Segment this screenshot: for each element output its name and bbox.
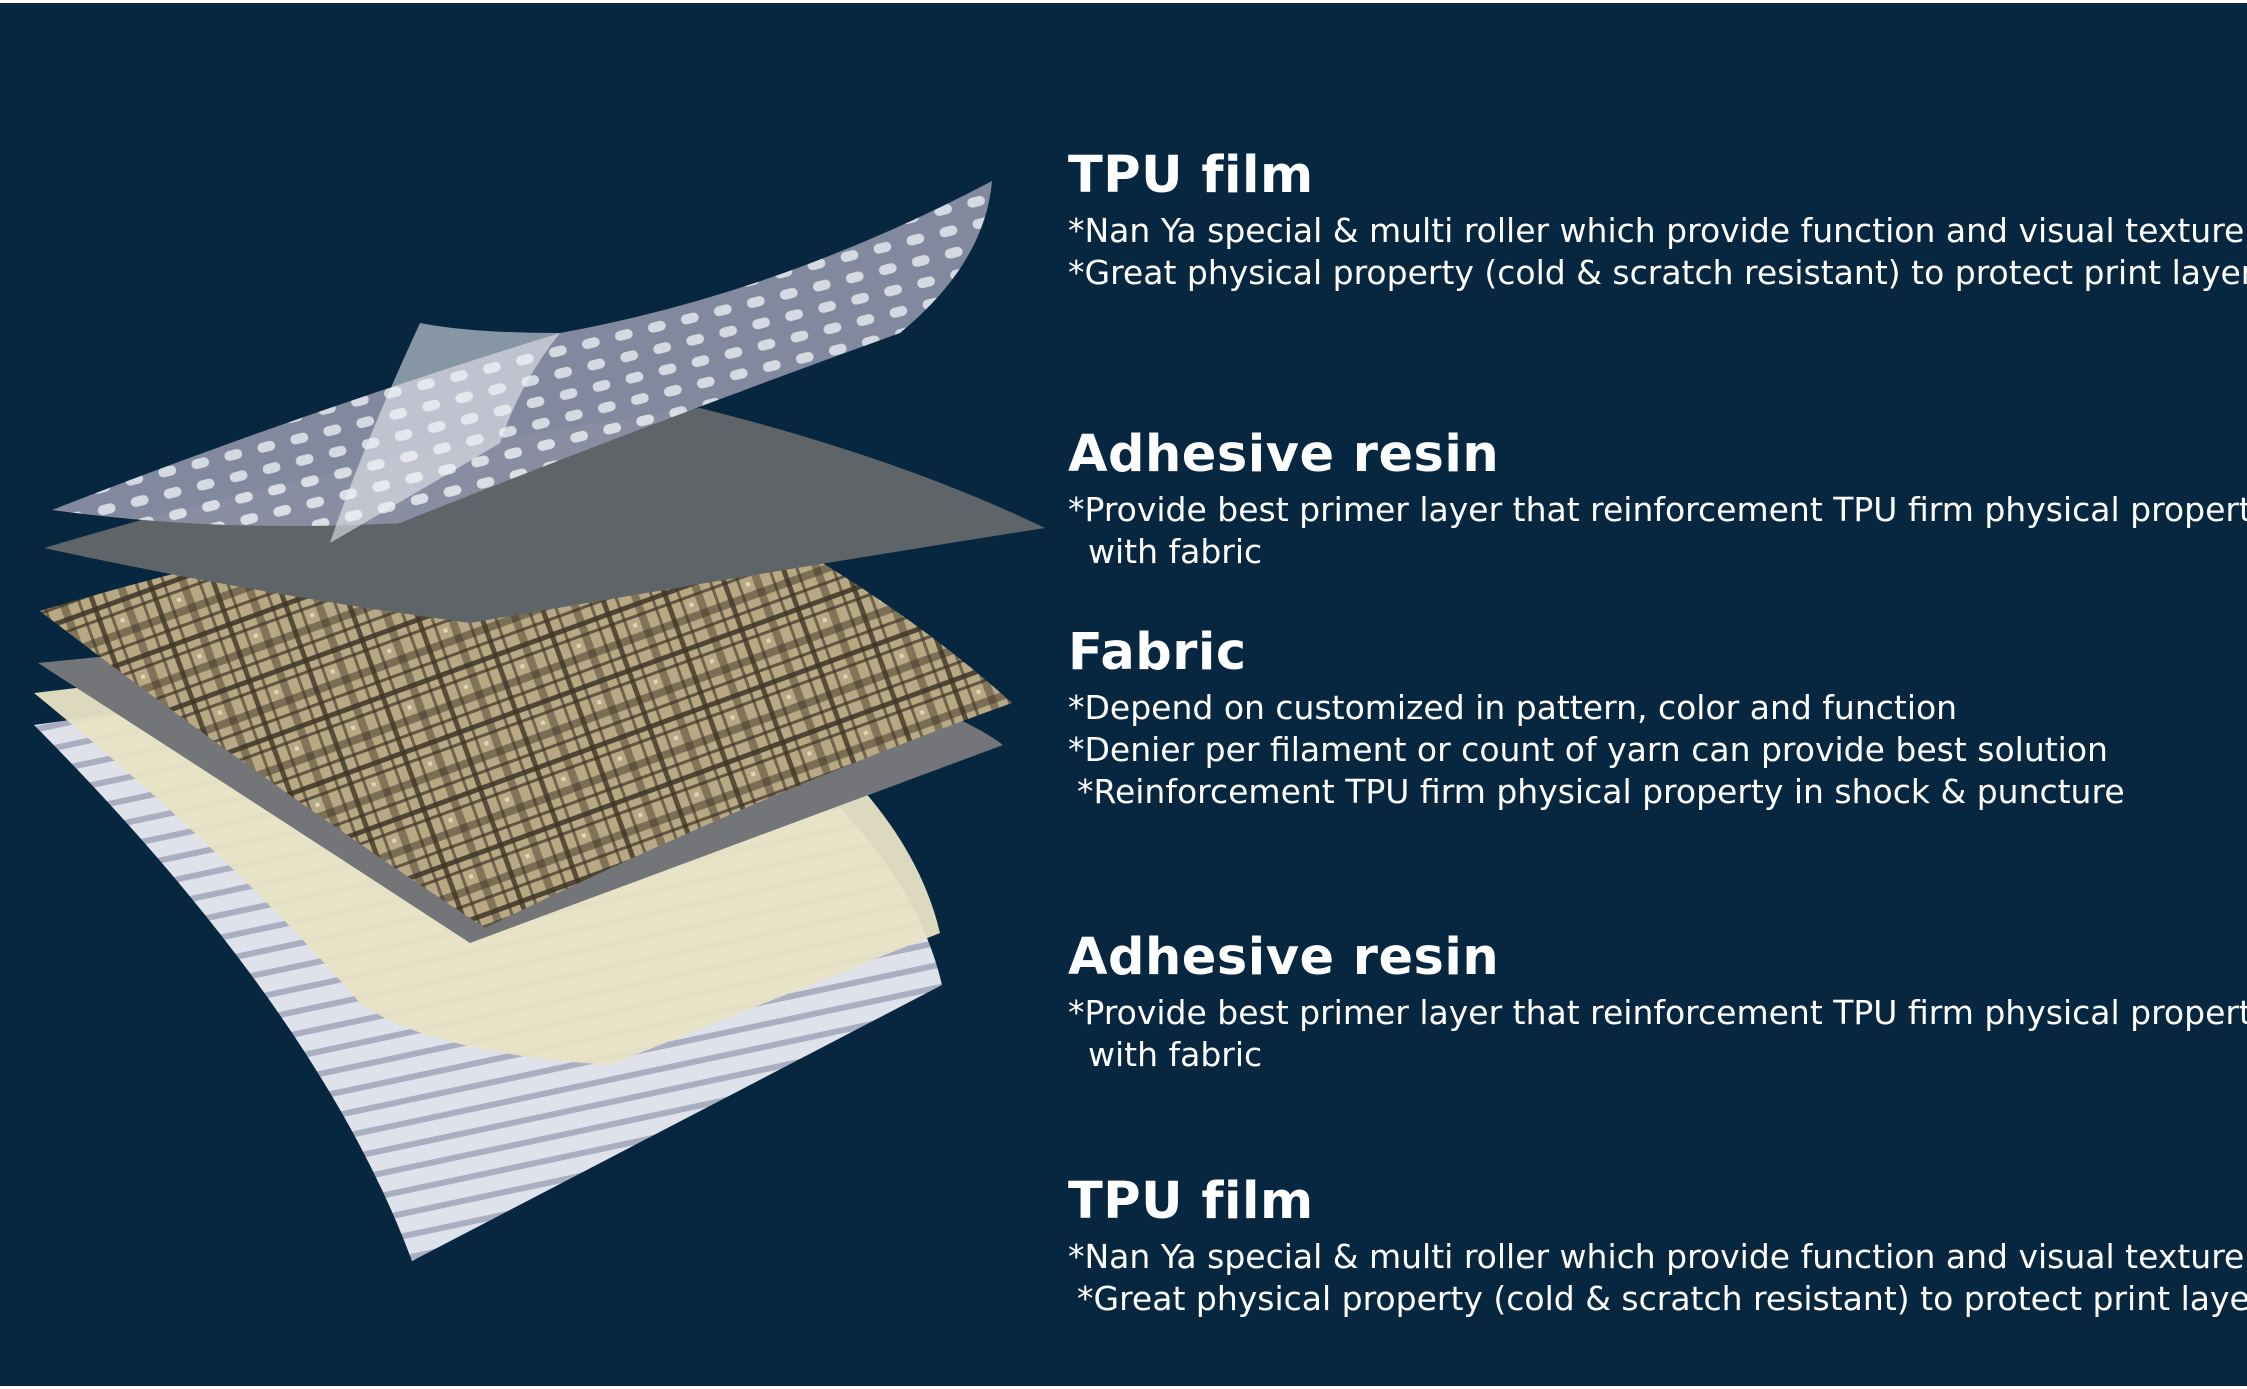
layer-line: *Denier per filament or count of yarn ca… (1068, 730, 2108, 769)
layer-title: TPU film (1068, 146, 1314, 205)
layer-description-tpu-film-bottom: TPU film *Nan Ya special & multi roller … (1068, 1172, 2247, 1320)
layer-stack-illustration (34, 181, 1045, 1261)
layer-line: *Provide best primer layer that reinforc… (1068, 490, 2247, 529)
layer-title: TPU film (1068, 1172, 1314, 1231)
layer-title: Adhesive resin (1068, 928, 1500, 987)
layer-line: with fabric (1088, 1035, 1263, 1074)
layer-description-adhesive-resin-bottom: Adhesive resin *Provide best primer laye… (1068, 928, 2247, 1076)
layer-description-tpu-film-top: TPU film *Nan Ya special & multi roller … (1068, 146, 2247, 294)
layer-line: *Provide best primer layer that reinforc… (1068, 993, 2247, 1032)
layer-line: *Nan Ya special & multi roller which pro… (1068, 211, 2245, 250)
adhesive-resin-top-layer (44, 408, 1045, 623)
layer-line: *Reinforcement TPU firm physical propert… (1077, 772, 2125, 811)
layer-line: *Great physical property (cold & scratch… (1068, 253, 2247, 292)
layer-title: Fabric (1068, 623, 1247, 682)
layer-line: *Depend on customized in pattern, color … (1068, 688, 1958, 727)
layer-description-adhesive-resin-top: Adhesive resin *Provide best primer laye… (1068, 425, 2247, 573)
layer-line: with fabric (1088, 532, 1263, 571)
layer-line: *Great physical property (cold & scratch… (1077, 1279, 2247, 1318)
layer-title: Adhesive resin (1068, 425, 1500, 484)
tpu-film-peel-corner (330, 323, 560, 543)
layer-description-fabric: Fabric *Depend on customized in pattern,… (1068, 623, 2238, 813)
diagram-canvas: TPU film *Nan Ya special & multi roller … (0, 3, 2247, 1386)
layer-line: *Nan Ya special & multi roller which pro… (1068, 1237, 2245, 1276)
